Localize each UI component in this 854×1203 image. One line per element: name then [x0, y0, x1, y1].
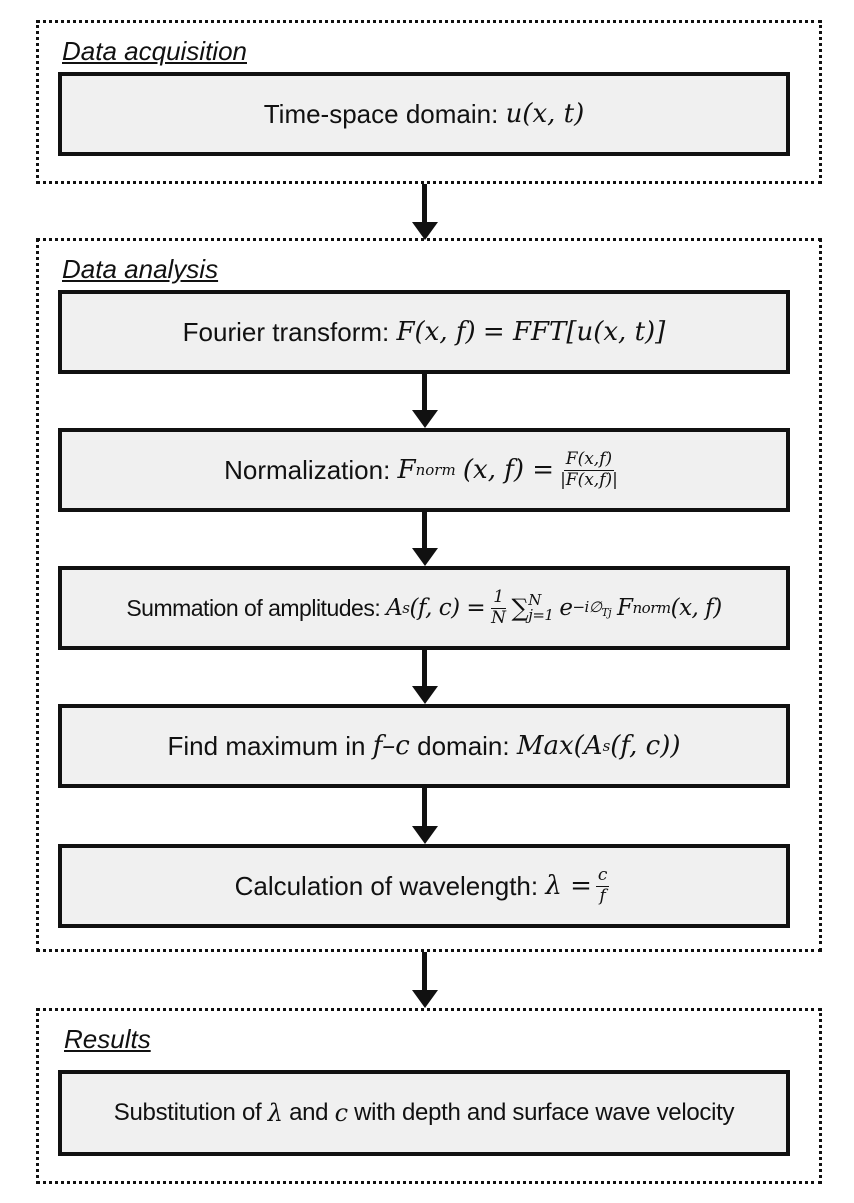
formula-fourier-lhs: F(x, f) [396, 317, 476, 347]
formula-c-symbol: c [334, 1099, 348, 1127]
step-substitution-part-3: with depth and surface wave velocity [354, 1099, 735, 1126]
formula-sum-symbol: ∑ [511, 594, 529, 622]
group-data-acquisition [36, 20, 822, 184]
step-summation-label: Summation of amplitudes: [126, 594, 381, 621]
formula-sum-F-args: (x, f) [670, 595, 723, 621]
group-results [36, 1008, 822, 1184]
formula-sum-fraction: 1 N [489, 586, 507, 628]
arrow-down-1 [405, 184, 445, 240]
step-wavelength-label: Calculation of wavelength: [234, 870, 539, 901]
formula-f-c: f–c [372, 731, 410, 761]
arrow-down-5 [405, 788, 445, 844]
step-substitution-part-2: and [289, 1099, 329, 1126]
arrow-down-4 [405, 650, 445, 704]
formula-lambda-symbol: λ [267, 1099, 283, 1127]
formula-norm-denominator: |F(x,f)| [560, 469, 618, 490]
step-normalization-label: Normalization: [224, 454, 391, 485]
formula-sum-A-sub: s [402, 599, 410, 617]
formula-lambda-fraction: c f [595, 864, 610, 906]
formula-lambda-den: f [599, 885, 606, 906]
step-fourier-transform: Fourier transform: F(x, f) = FFT[u(x, t)… [58, 290, 790, 374]
step-fourier-label: Fourier transform: [182, 316, 390, 347]
formula-sum-e: e [559, 595, 573, 621]
formula-max-sub: s [602, 737, 611, 755]
formula-sum-frac-num: 1 [491, 586, 506, 609]
formula-max-tail: (f, c)) [610, 731, 681, 761]
formula-sum-exp-sub: Tj [601, 605, 612, 619]
formula-norm-fraction: F(x,f) |F(x,f)| [558, 448, 620, 490]
step-time-space-label: Time-space domain: [263, 98, 499, 129]
formula-sum-upper: N [528, 591, 541, 609]
formula-sum-F-sub: norm [632, 599, 672, 617]
step-substitution: Substitution of λ and c with depth and s… [58, 1070, 790, 1156]
arrow-down-2 [405, 374, 445, 428]
step-find-max-label-2: domain: [417, 730, 510, 761]
formula-sum-exp-body: −i∅ [572, 597, 602, 616]
arrow-down-6 [405, 952, 445, 1008]
step-find-max-label-1: Find maximum in [167, 730, 366, 761]
formula-max-expr: Max(A [516, 731, 603, 761]
step-calculation-of-wavelength: Calculation of wavelength: λ = c f [58, 844, 790, 928]
formula-norm-numerator: F(x,f) [563, 448, 615, 471]
formula-sum-lower: j=1 [528, 606, 554, 624]
group-title-results: Results [64, 1024, 151, 1054]
formula-sum-exp: −i∅Tj [572, 598, 611, 619]
formula-norm-sub: norm [415, 461, 456, 479]
group-title-data-analysis: Data analysis [62, 254, 219, 284]
formula-sum-F: F [617, 595, 633, 621]
formula-lambda-num: c [595, 864, 610, 887]
arrow-down-3 [405, 512, 445, 566]
formula-u-x-t: u(x, t) [505, 99, 585, 129]
formula-sum-frac-den: N [491, 607, 506, 628]
step-time-space-domain: Time-space domain: u(x, t) [58, 72, 790, 156]
formula-norm-F: F [397, 455, 416, 485]
formula-norm-args: (x, f) = [462, 455, 555, 485]
formula-sum-A: A [386, 595, 403, 621]
formula-sum-A-args: (f, c) = [409, 595, 486, 621]
step-substitution-part-1: Substitution of [113, 1099, 262, 1126]
group-data-analysis [36, 238, 822, 952]
formula-fourier-rhs: = FFT[u(x, t)] [482, 317, 666, 347]
formula-lambda-eq: λ = [545, 871, 592, 901]
group-title-data-acquisition: Data acquisition [62, 36, 247, 66]
